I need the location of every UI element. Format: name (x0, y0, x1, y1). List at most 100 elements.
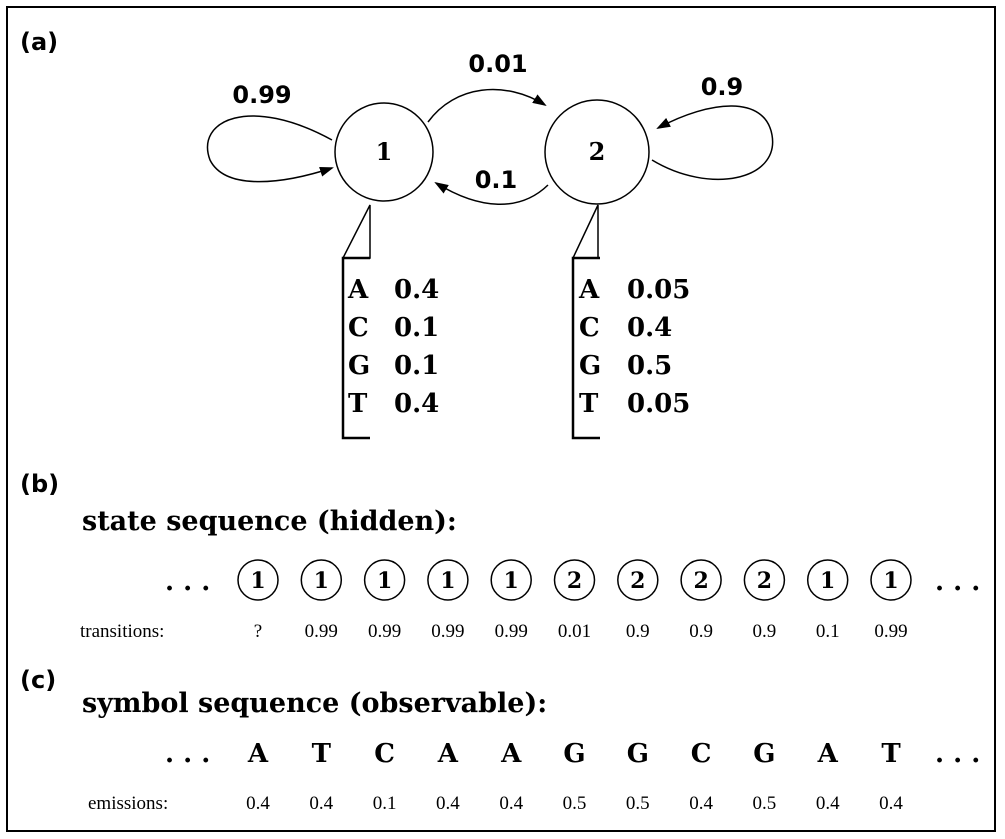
transition-value: 0.9 (753, 621, 777, 642)
symbol-value: G (627, 739, 649, 769)
emission1-symbol-t: T (348, 389, 368, 419)
emission2-symbol-g: G (579, 351, 601, 381)
state-seq-label: 2 (567, 568, 582, 594)
emission2-prob-t: 0.05 (627, 389, 690, 419)
emission2-symbol-t: T (579, 389, 599, 419)
emission-value: 0.5 (563, 793, 587, 814)
transition-arrow-1-2 (427, 88, 547, 123)
emission-value: 0.4 (689, 793, 713, 814)
symbol-value: A (247, 739, 269, 769)
state-seq-label: 1 (250, 568, 265, 594)
state-label-1: 1 (376, 137, 393, 166)
transition-value: 0.99 (431, 621, 464, 642)
state-seq-node: 1 (300, 559, 343, 601)
emission1-prob-t: 0.4 (394, 389, 439, 419)
state-seq-circle (617, 559, 659, 601)
emission-value: 0.4 (436, 793, 460, 814)
self-loop-arrow-2 (651, 105, 774, 181)
state-seq-label: 1 (883, 568, 898, 594)
emission1-symbol-c: C (348, 313, 369, 343)
emission-value: 0.4 (309, 793, 333, 814)
state-seq-circle (806, 559, 849, 601)
state-seq-circle (870, 559, 912, 601)
emission2-symbol-c: C (579, 313, 600, 343)
emission-value: 0.4 (816, 793, 840, 814)
emission1-symbol-a: A (347, 275, 369, 305)
emission2-prob-c: 0.4 (627, 313, 672, 343)
state-seq-node: 1 (363, 559, 406, 601)
state-seq-circle (300, 559, 343, 601)
transition-label-1-1: 0.99 (232, 81, 291, 109)
transition-value: ? (254, 621, 262, 642)
symbol-value: G (753, 739, 775, 769)
transition-value: 0.9 (689, 621, 713, 642)
state-seq-circle (363, 559, 406, 601)
state-seq-circle (490, 559, 532, 601)
transition-sequence: ? 0.99 0.99 0.99 0.99 0.01 0.9 0.9 0.9 0.1 0.99 (254, 621, 908, 642)
state-sequence-ellipsis-right: . . . (935, 567, 980, 597)
transition-value: 0.99 (495, 621, 528, 642)
symbol-value: A (500, 739, 522, 769)
state-seq-label: 2 (693, 568, 708, 594)
emission2-prob-a: 0.05 (627, 275, 690, 305)
transition-label-2-1: 0.1 (475, 166, 518, 194)
symbol-value: C (374, 739, 395, 769)
symbol-value: C (691, 739, 712, 769)
state-seq-node: 2 (680, 559, 722, 601)
state-seq-circle (743, 559, 786, 601)
symbol-value: T (881, 739, 901, 769)
emission-value: 0.1 (373, 793, 397, 814)
state-seq-label: 1 (314, 568, 329, 594)
state-seq-circle (680, 559, 722, 601)
state-seq-label: 1 (377, 568, 392, 594)
state-seq-node: 2 (743, 559, 786, 601)
transition-label-1-2: 0.01 (468, 50, 527, 78)
emission-value: 0.5 (626, 793, 650, 814)
emission2-prob-g: 0.5 (627, 351, 672, 381)
emission-value: 0.4 (246, 793, 270, 814)
state-seq-node: 1 (427, 559, 469, 601)
emission1-prob-c: 0.1 (394, 313, 439, 343)
state-seq-node: 1 (237, 559, 279, 601)
transition-value: 0.01 (558, 621, 591, 642)
symbol-value: A (437, 739, 459, 769)
emission1-symbol-g: G (348, 351, 370, 381)
transition-value: 0.1 (816, 621, 840, 642)
symbol-sequence-ellipsis-left: . . . (165, 739, 210, 769)
state-sequence-title: state sequence (hidden): (82, 506, 457, 537)
state-seq-circle (237, 559, 279, 601)
state-node-1: 1 (334, 102, 434, 202)
emission-value: 0.5 (753, 793, 777, 814)
panel-label-c: (c) (20, 666, 56, 694)
emission-value: 0.4 (879, 793, 903, 814)
transition-value: 0.99 (368, 621, 401, 642)
transition-label-2-2: 0.9 (701, 73, 744, 101)
emissions-label: emissions: (88, 793, 168, 814)
transition-value: 0.9 (626, 621, 650, 642)
state-sequence-ellipsis-left: . . . (165, 567, 210, 597)
figure-frame (6, 6, 996, 832)
transition-value: 0.99 (305, 621, 338, 642)
symbol-value: T (312, 739, 332, 769)
emission-callout-1 (341, 204, 371, 440)
symbol-value: G (563, 739, 585, 769)
state-seq-label: 2 (630, 568, 645, 594)
emission-value: 0.4 (499, 793, 523, 814)
transitions-label: transitions: (80, 621, 164, 642)
self-loop-arrow-1 (206, 115, 334, 183)
emission-sequence: 0.4 0.4 0.1 0.4 0.4 0.5 0.5 0.4 0.5 0.4 0.4 (246, 793, 903, 814)
state-seq-node: 2 (553, 559, 596, 601)
state-node-2: 2 (544, 99, 650, 205)
transition-value: 0.99 (874, 621, 907, 642)
state-seq-label: 1 (504, 568, 519, 594)
state-seq-node: 1 (490, 559, 532, 601)
state-seq-label: 1 (820, 568, 835, 594)
emission-callout-2 (571, 204, 600, 440)
state-seq-circle (427, 559, 469, 601)
symbol-sequence-title: symbol sequence (observable): (82, 688, 547, 719)
panel-label-b: (b) (20, 470, 59, 498)
